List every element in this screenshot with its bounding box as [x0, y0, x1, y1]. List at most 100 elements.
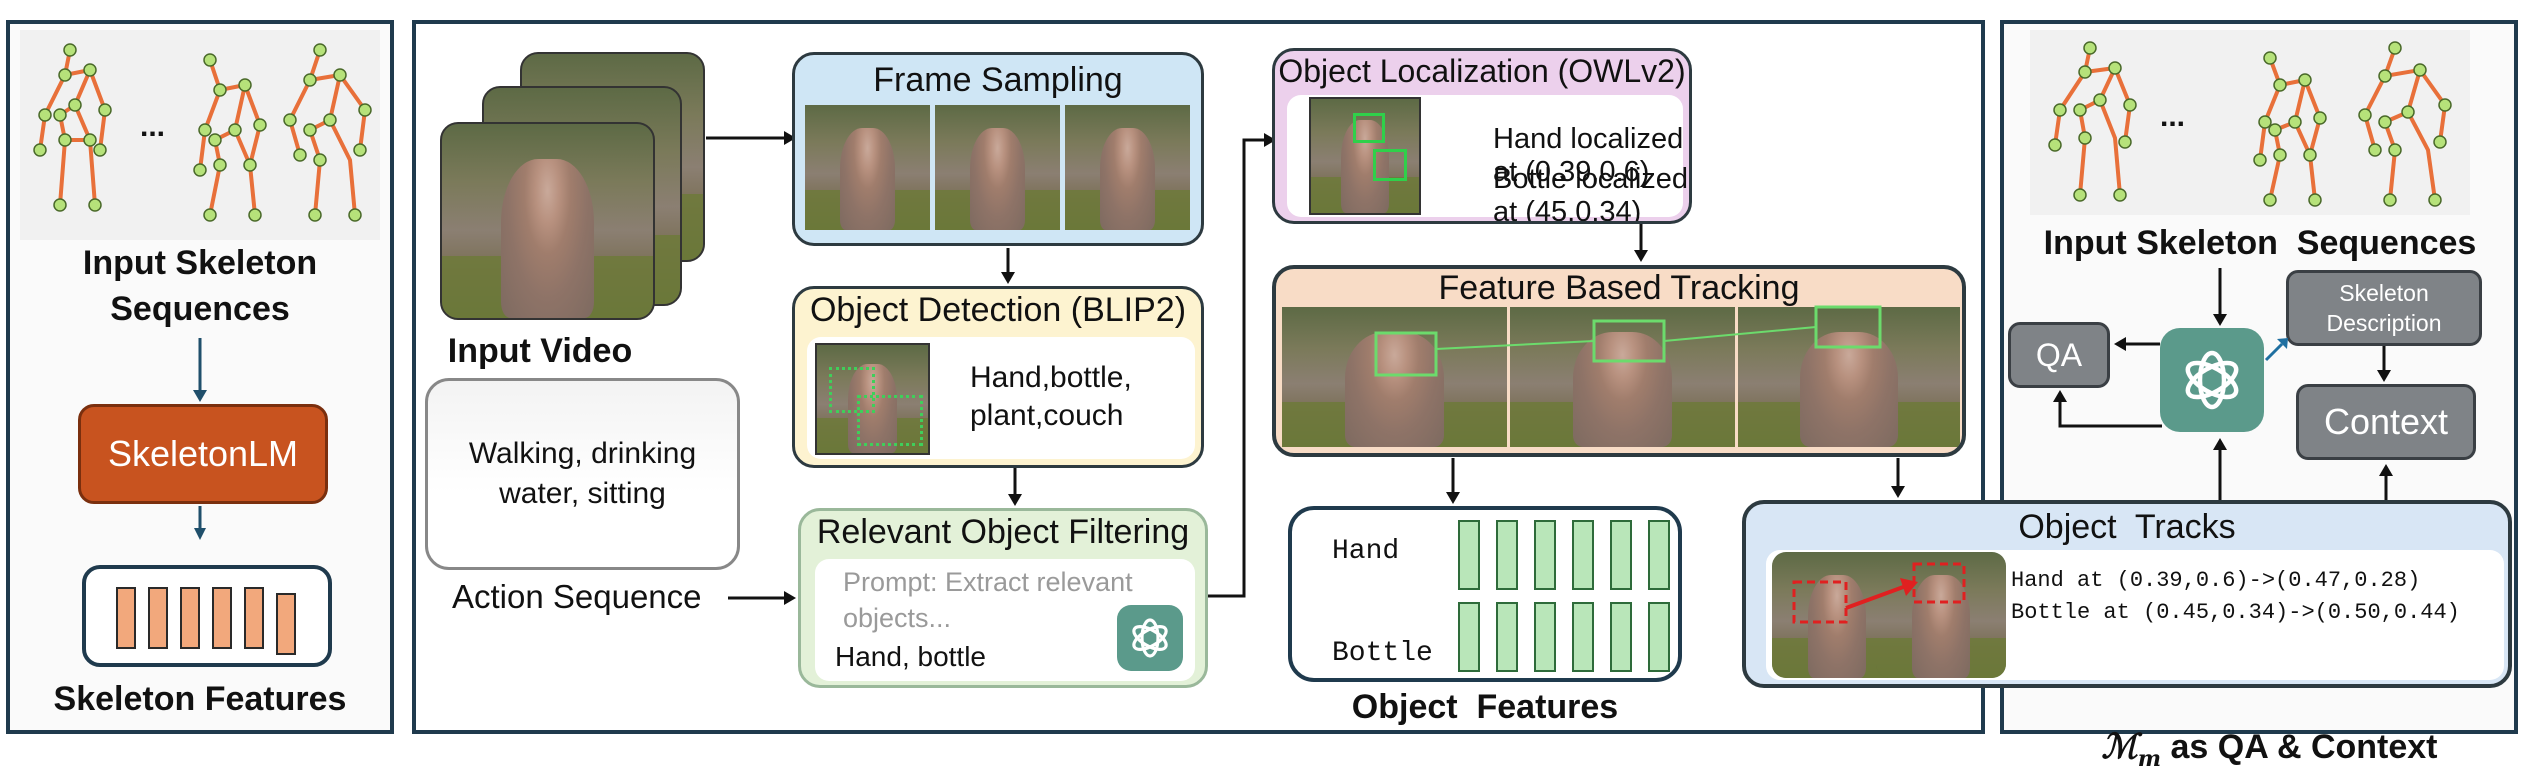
left-skeleton-title-line1: Input Skeleton — [82, 244, 318, 282]
localization-line1: Hand localized at (0.39,0.6) — [1493, 123, 1684, 188]
action-sequence-box: Walking, drinking water, sitting — [425, 378, 740, 570]
chatgpt-icon-large — [2160, 328, 2264, 432]
skeleton-features-container — [82, 565, 332, 667]
action-text-line2: water, sitting — [499, 477, 666, 510]
input-video-label: Input Video — [447, 332, 633, 370]
skeleton-feature-bar — [276, 593, 296, 655]
detection-box-outline — [829, 367, 875, 413]
skeleton-feature-bar — [116, 587, 136, 649]
frame-sampling-title: Frame Sampling — [873, 61, 1123, 99]
arrow-detection-to-filtering — [1008, 468, 1022, 506]
arrow-gpt-to-description — [2264, 338, 2288, 362]
action-text-line1: Walking, drinking — [468, 437, 697, 470]
left-arrow-1 — [193, 338, 207, 402]
arrow-filtering-to-localization — [1208, 133, 1276, 598]
right-skeleton-ellipsis: ... — [2160, 100, 2186, 133]
caption-math-subscript: m — [2137, 745, 2162, 772]
localization-box-bottle — [1373, 149, 1407, 181]
skeleton-desc-line2: Description — [2326, 310, 2442, 336]
object-feature-bar — [1534, 602, 1556, 672]
left-skeleton-graphic — [20, 30, 380, 240]
object-feature-bar — [1458, 602, 1480, 672]
object-feature-bar — [1496, 602, 1518, 672]
arrow-description-to-context — [2377, 346, 2391, 382]
caption-rest: as QA & Context — [2161, 728, 2438, 766]
relevant-object-filtering-box: Relevant Object Filtering Prompt: Extrac… — [798, 508, 1208, 688]
detection-result-line1: Hand,bottle, — [970, 361, 1132, 394]
localization-thumbnail — [1309, 97, 1421, 215]
filtering-prompt-line2: objects... — [843, 603, 952, 633]
feature-tracking-box: Feature Based Tracking — [1272, 265, 1966, 457]
arrow-tracks-to-context — [2379, 464, 2393, 502]
object-tracks-title: Object Tracks — [2018, 508, 2236, 546]
object-feature-bar — [1572, 520, 1594, 590]
right-skeleton-graphic — [2030, 30, 2470, 215]
localization-title: Object Localization (OWLv2) — [1278, 53, 1686, 89]
tracking-frame-3 — [1738, 307, 1960, 447]
arrow-gpt-to-qa — [2114, 337, 2160, 351]
caption-math-symbol: ℳ — [2101, 727, 2138, 767]
skeleton-features-label: Skeleton Features — [53, 680, 347, 718]
localization-line2: Bottle localized at (45,0.34) — [1493, 163, 1689, 224]
context-label: Context — [2323, 401, 2449, 442]
arrow-video-to-sampling — [706, 131, 796, 145]
left-skeleton-ellipsis: ... — [140, 110, 166, 143]
frame-sampling-box: Frame Sampling — [792, 52, 1204, 246]
detection-thumbnail — [815, 343, 930, 455]
skeleton-feature-bar — [180, 587, 200, 649]
qa-label: QA — [2035, 336, 2083, 373]
skeletonlm-label: SkeletonLM — [107, 433, 299, 474]
object-feature-bar — [1572, 602, 1594, 672]
sampled-frame-2 — [935, 105, 1060, 230]
track-line-bottle: Bottle at (0.45,0.34)->(0.50,0.44) — [2011, 600, 2460, 625]
arrow-title-to-gpt — [2213, 268, 2227, 326]
action-sequence-label: Action Sequence — [452, 578, 702, 615]
feature-row-bottle-label: Bottle — [1332, 638, 1433, 669]
object-localization-box: Object Localization (OWLv2) Hand localiz… — [1272, 48, 1692, 224]
object-feature-bar — [1610, 602, 1632, 672]
tracking-frame-1 — [1282, 307, 1507, 447]
object-feature-bar — [1534, 520, 1556, 590]
object-feature-bar — [1648, 520, 1670, 590]
filtering-result: Hand, bottle — [835, 641, 986, 672]
skeleton-feature-bar — [244, 587, 264, 649]
object-features-label: Object Features — [1351, 688, 1619, 726]
right-skeleton-title: Input Skeleton Sequences — [2043, 224, 2477, 262]
tracking-frame-2 — [1510, 307, 1735, 447]
sampled-frame-1 — [805, 105, 930, 230]
arrow-action-to-filtering — [728, 591, 796, 605]
feature-row-hand-label: Hand — [1332, 536, 1400, 567]
tracking-overlay — [1374, 305, 1882, 377]
object-detection-title: Object Detection (BLIP2) — [809, 291, 1187, 329]
arrow-gpt-loop-to-qa — [2053, 390, 2162, 428]
filtering-title: Relevant Object Filtering — [816, 513, 1190, 551]
input-video-frame-front — [440, 122, 655, 320]
localization-box-hand — [1353, 113, 1385, 143]
object-feature-bar — [1458, 520, 1480, 590]
skeleton-feature-bar — [148, 587, 168, 649]
object-feature-bar — [1496, 520, 1518, 590]
chatgpt-icon — [1117, 605, 1183, 671]
tracking-title: Feature Based Tracking — [1438, 269, 1800, 307]
skeletonlm-box: SkeletonLM — [78, 404, 328, 504]
left-arrow-2 — [194, 506, 206, 540]
context-box: Context — [2296, 384, 2476, 460]
skeleton-feature-bar — [212, 587, 232, 649]
detection-result-line2: plant,couch — [970, 399, 1124, 432]
arrow-tracking-to-features — [1446, 458, 1460, 504]
skeleton-description-box: Skeleton Description — [2286, 270, 2482, 346]
filtering-prompt-line1: Prompt: Extract relevant — [843, 567, 1133, 597]
tracks-thumbnail-2 — [1876, 552, 2006, 678]
object-features-box: Hand Bottle — [1288, 506, 1682, 682]
skeleton-desc-line1: Skeleton — [2339, 280, 2429, 306]
arrow-tracking-to-tracks — [1891, 458, 1905, 498]
object-feature-bar — [1648, 602, 1670, 672]
left-skeleton-title-line2: Sequences — [110, 290, 290, 328]
tracks-overlay — [1792, 562, 1966, 624]
object-tracks-box: Object Tracks Hand at (0.39,0.6)->(0.47,… — [1742, 500, 2512, 688]
arrow-localization-to-tracking — [1634, 224, 1648, 262]
arrow-sampling-to-detection — [1001, 248, 1015, 284]
right-caption: ℳm as QA & Context — [2010, 688, 2510, 772]
track-line-hand: Hand at (0.39,0.6)->(0.47,0.28) — [2011, 568, 2421, 593]
qa-box: QA — [2008, 322, 2110, 388]
